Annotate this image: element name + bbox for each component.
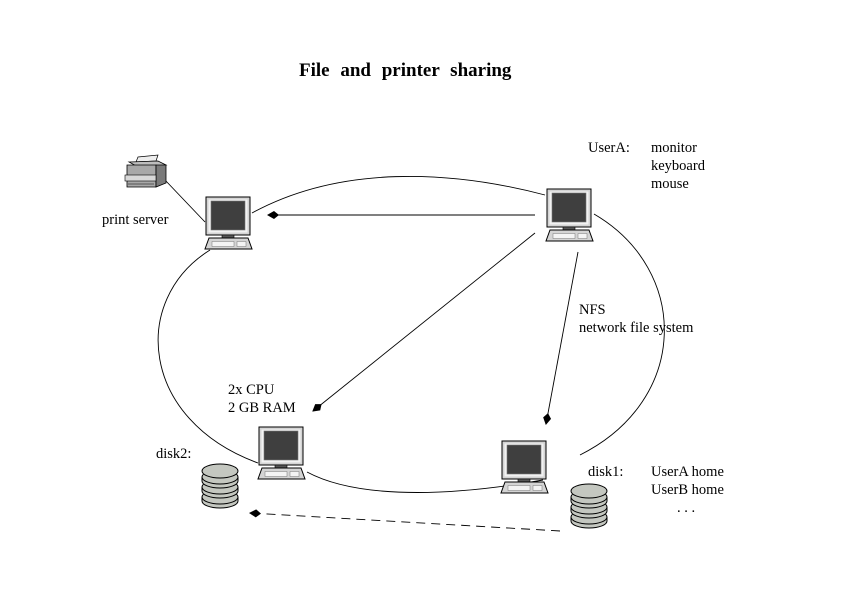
arrow-usera-to-fileserver bbox=[543, 251, 579, 425]
file-server-computer-icon bbox=[500, 440, 549, 494]
diagram-title: File and printer sharing bbox=[299, 60, 512, 81]
disk1-content-more: . . . bbox=[677, 500, 696, 516]
usera-computer-icon bbox=[545, 188, 594, 242]
disk2-database-icon bbox=[201, 463, 239, 509]
usera-label: UserA: bbox=[588, 140, 630, 156]
compute-spec-cpu: 2x CPU bbox=[228, 382, 275, 398]
disk1-content-userb: UserB home bbox=[651, 482, 724, 498]
print-server-label: print server bbox=[102, 212, 169, 228]
arrow-usera-to-compute bbox=[312, 232, 536, 412]
print-server-computer-icon bbox=[204, 196, 253, 250]
printer-link bbox=[164, 179, 206, 223]
nfs-sublabel: network file system bbox=[579, 320, 694, 336]
disk1-database-icon bbox=[570, 483, 608, 529]
printer-icon bbox=[124, 154, 168, 188]
disk2-label: disk2: bbox=[156, 446, 192, 462]
usera-item-mouse: mouse bbox=[651, 176, 689, 192]
arrow-disk1-to-disk2 bbox=[249, 509, 561, 532]
compute-server-computer-icon bbox=[257, 426, 306, 480]
network-ring bbox=[157, 175, 665, 493]
disk1-label: disk1: bbox=[588, 464, 624, 480]
disk1-content-usera: UserA home bbox=[651, 464, 724, 480]
compute-spec-ram: 2 GB RAM bbox=[228, 400, 296, 416]
usera-item-monitor: monitor bbox=[651, 140, 697, 156]
nfs-label: NFS bbox=[579, 302, 606, 318]
usera-item-keyboard: keyboard bbox=[651, 158, 705, 174]
